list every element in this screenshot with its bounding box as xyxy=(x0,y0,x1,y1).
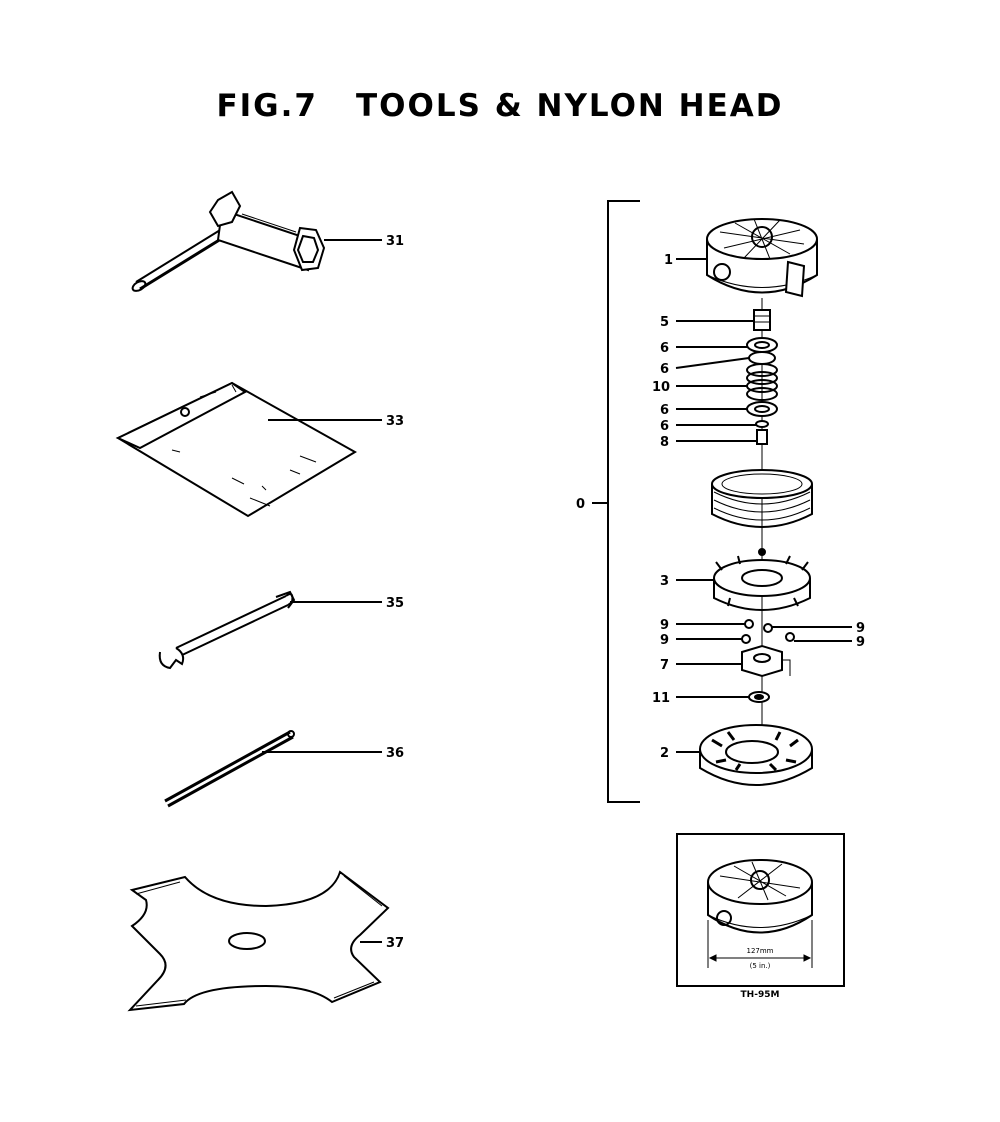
callout-6-d: 6 xyxy=(660,419,669,434)
callout-37: 37 xyxy=(386,936,404,951)
washer-6-lower xyxy=(746,401,778,428)
callout-5: 5 xyxy=(660,315,669,330)
spool-line xyxy=(711,469,813,528)
tool-bag-33 xyxy=(115,381,382,518)
callout-11: 11 xyxy=(652,691,670,706)
callout-10: 10 xyxy=(652,380,670,395)
spool-base-3 xyxy=(713,548,811,611)
callout-9-a: 9 xyxy=(660,618,669,633)
callout-9-c: 9 xyxy=(856,621,865,636)
callout-9-d: 9 xyxy=(856,635,865,650)
inset-dimension-mm: 127mm xyxy=(747,947,774,955)
washer-11 xyxy=(748,691,770,703)
callout-1: 1 xyxy=(664,253,673,268)
callout-2: 2 xyxy=(660,746,669,761)
inset-th95m xyxy=(676,833,845,987)
figure-caption: TOOLS & NYLON HEAD xyxy=(355,88,784,124)
callout-7: 7 xyxy=(660,658,669,673)
assembly-bracket-0 xyxy=(592,200,640,803)
open-end-wrench-35 xyxy=(158,590,382,670)
balls-9 xyxy=(741,619,795,644)
callout-0: 0 xyxy=(576,497,585,512)
figure-title: FIG.7 TOOLS & NYLON HEAD xyxy=(0,88,1000,124)
callout-6-b: 6 xyxy=(660,362,669,377)
screw-5 xyxy=(753,309,771,331)
callout-6-c: 6 xyxy=(660,403,669,418)
callout-8: 8 xyxy=(660,435,669,450)
callout-31: 31 xyxy=(386,234,404,249)
pin-8 xyxy=(756,429,768,445)
callout-3: 3 xyxy=(660,574,669,589)
cover-1 xyxy=(706,218,818,298)
blade-37 xyxy=(127,870,390,1012)
plug-wrench-31 xyxy=(131,190,382,292)
callout-35: 35 xyxy=(386,596,404,611)
rod-36 xyxy=(164,730,382,808)
callout-36: 36 xyxy=(386,746,404,761)
housing-2 xyxy=(699,724,813,786)
inset-model: TH-95M xyxy=(741,990,780,1000)
spring-10 xyxy=(746,363,778,401)
callout-9-b: 9 xyxy=(660,633,669,648)
nylon-head-exploded xyxy=(675,218,852,786)
figure-number: FIG.7 xyxy=(216,88,318,124)
hub-7 xyxy=(741,644,791,678)
inset-dimension-in: (5 in.) xyxy=(750,962,771,970)
washer-6-upper xyxy=(746,337,778,365)
callout-33: 33 xyxy=(386,414,404,429)
callout-6-a: 6 xyxy=(660,341,669,356)
